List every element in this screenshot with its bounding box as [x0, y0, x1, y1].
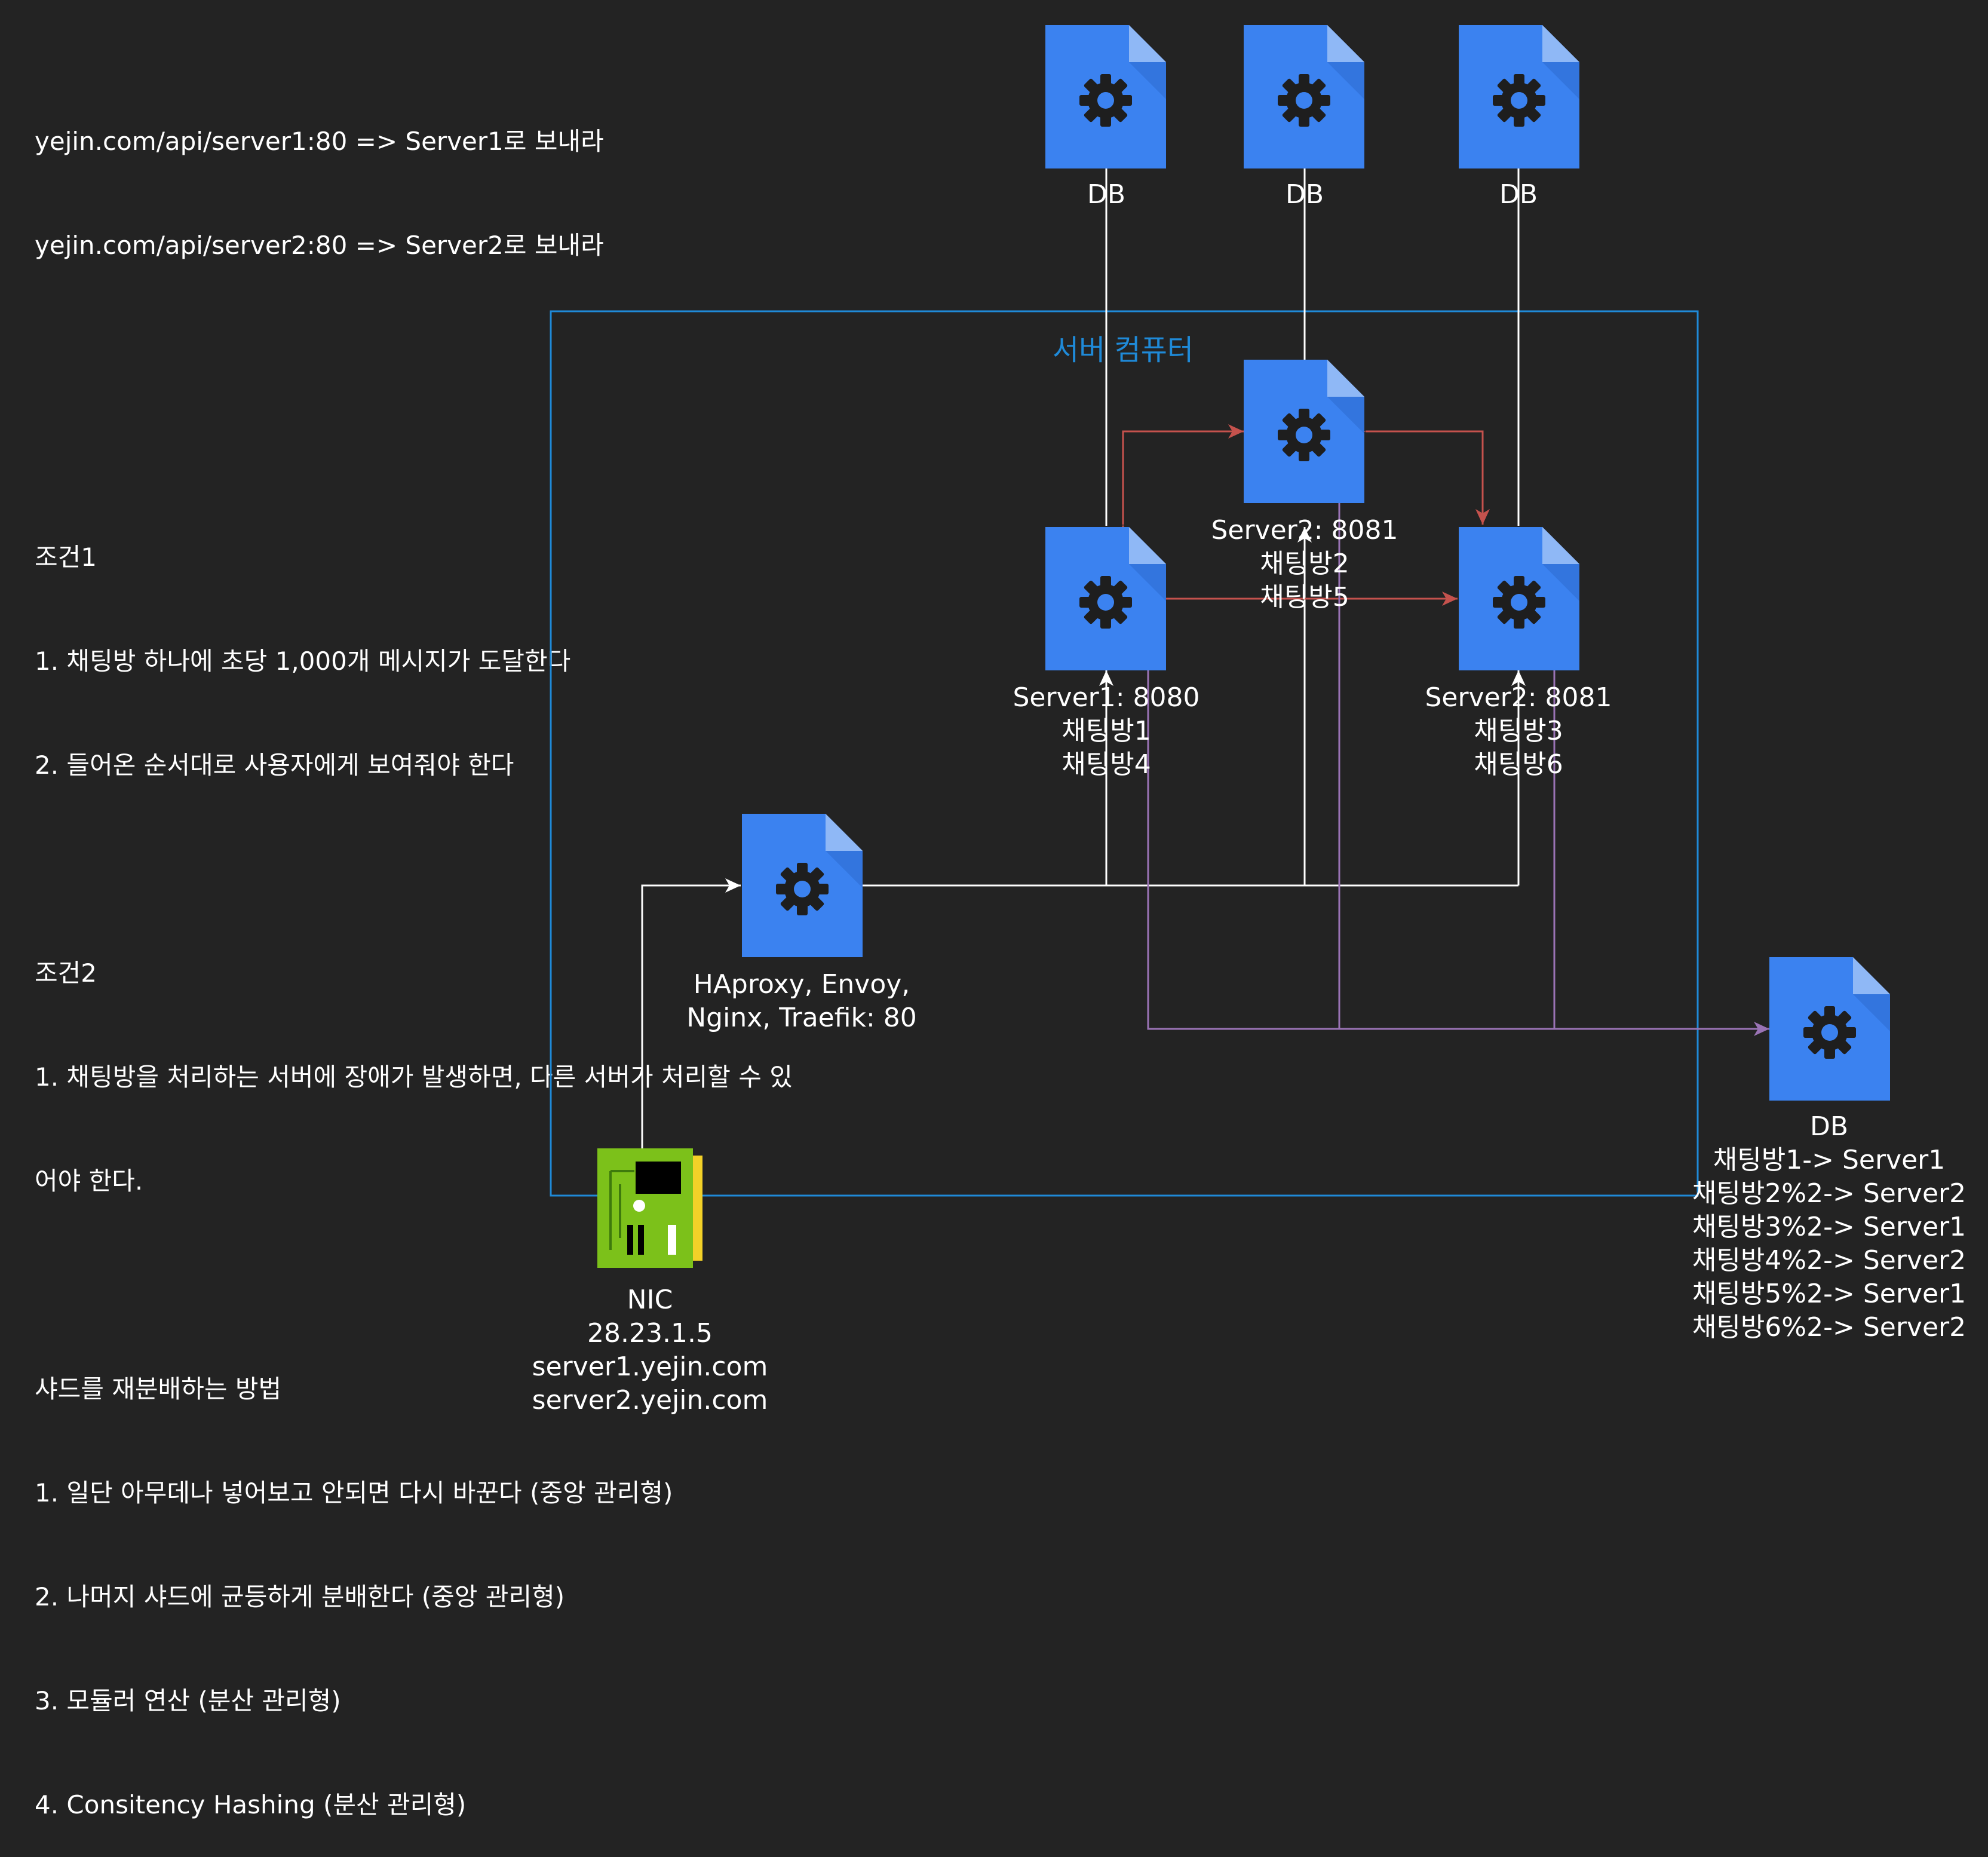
node-label-line: 채팅방2%2-> Server2: [1692, 1178, 1966, 1209]
db-top-1-label: DB: [1087, 178, 1125, 212]
notes-line: 1. 채팅방 하나에 초당 1,000개 메시지가 도달한다: [35, 646, 571, 676]
db-top-3-icon: [1459, 25, 1579, 168]
notes-line: 1. 일단 아무데나 넣어보고 안되면 다시 바꾼다 (중앙 관리형): [35, 1478, 673, 1507]
db-top-2-label: DB: [1286, 178, 1324, 212]
notes-line: yejin.com/api/server1:80 => Server1로 보내라: [35, 127, 604, 156]
server-center-icon: [1244, 360, 1364, 503]
node-label-line: 채팅방1: [1062, 716, 1151, 746]
edges-proxy-to-servers: [641, 527, 1526, 1148]
notes-line: 조건1: [35, 543, 97, 572]
nic-card-icon: [597, 1148, 702, 1268]
node-label-line: 채팅방6%2-> Server2: [1692, 1312, 1966, 1343]
node-label-line: Server2: 8081: [1425, 682, 1612, 713]
db-top-3-label: DB: [1499, 178, 1538, 212]
node-label-line: 채팅방5%2-> Server1: [1692, 1279, 1966, 1309]
edge-center-right: [1350, 424, 1490, 525]
notes-line: 샤드를 재분배하는 방법: [35, 1374, 282, 1404]
node-label-line: 채팅방1-> Server1: [1713, 1145, 1946, 1175]
server-computer-title: 서버 컴퓨터: [1052, 333, 1194, 367]
db-main-label: DB 채팅방1-> Server1 채팅방2%2-> Server2 채팅방3%…: [1692, 1110, 1966, 1344]
node-label-line: server2.yejin.com: [532, 1385, 768, 1415]
edge-left-center: [1116, 424, 1244, 540]
node-label-line: 채팅방6: [1474, 749, 1563, 780]
node-label-line: DB: [1809, 1111, 1849, 1142]
notes-line: yejin.com/api/server2:80 => Server2로 보내라: [35, 231, 604, 260]
node-label-line: HAproxy, Envoy,: [693, 969, 910, 1000]
notes-line: 조건2: [35, 958, 97, 988]
node-label-line: 채팅방4%2-> Server2: [1692, 1245, 1966, 1276]
notes-line: 2. 들어온 순서대로 사용자에게 보여줘야 한다: [35, 750, 514, 780]
server-center-label: Server2: 8081 채팅방2 채팅방5: [1211, 514, 1398, 614]
node-label-line: 28.23.1.5: [587, 1318, 713, 1349]
server-computer-frame: [550, 310, 1699, 1197]
node-label-line: DB: [1285, 179, 1324, 210]
node-label-line: 채팅방2: [1260, 548, 1349, 579]
node-label-line: NIC: [627, 1285, 673, 1315]
db-main-icon: [1769, 957, 1890, 1101]
server-left-label: Server1: 8080 채팅방1 채팅방4: [1013, 681, 1199, 782]
notes-line: 1. 채팅방을 처리하는 서버에 장애가 발생하면, 다른 서버가 처리할 수 …: [35, 1062, 793, 1092]
node-label-line: Server1: 8080: [1013, 682, 1200, 713]
node-label-line: 채팅방5: [1260, 582, 1349, 612]
edges-server-mesh: [1116, 424, 1490, 606]
architecture-diagram: [550, 0, 1988, 1268]
proxy-label: HAproxy, Envoy, Nginx, Traefik: 80: [686, 968, 917, 1035]
server-right-icon: [1459, 527, 1579, 670]
db-top-2-icon: [1244, 25, 1364, 168]
node-label-line: DB: [1499, 179, 1538, 210]
notes-line: 어야 한다.: [35, 1166, 143, 1196]
edge-nic-to-proxy: [641, 878, 741, 1148]
notes-line: 2. 나머지 샤드에 균등하게 분배한다 (중앙 관리형): [35, 1582, 565, 1611]
proxy-icon: [742, 814, 863, 957]
node-label-line: Nginx, Traefik: 80: [686, 1003, 917, 1033]
edges-servers-to-main-db: [1147, 503, 1769, 1036]
db-top-1-icon: [1045, 25, 1166, 168]
nic-label: NIC 28.23.1.5 server1.yejin.com server2.…: [532, 1283, 768, 1417]
node-label-line: DB: [1087, 179, 1126, 210]
node-label-line: 채팅방3: [1474, 716, 1563, 746]
server-left-icon: [1045, 527, 1166, 670]
notes-line: 3. 모듈러 연산 (분산 관리형): [35, 1686, 341, 1715]
node-label-line: server1.yejin.com: [532, 1352, 768, 1382]
edges-servers-to-db: [1099, 151, 1526, 526]
edge-purple-bus: [1147, 670, 1769, 1036]
node-label-line: Server2: 8081: [1211, 515, 1398, 546]
node-label-line: 채팅방4: [1062, 749, 1151, 780]
notes-line: 4. Consitency Hashing (분산 관리형): [35, 1790, 467, 1819]
node-label-line: 채팅방3%2-> Server1: [1692, 1212, 1966, 1242]
server-right-label: Server2: 8081 채팅방3 채팅방6: [1425, 681, 1612, 782]
